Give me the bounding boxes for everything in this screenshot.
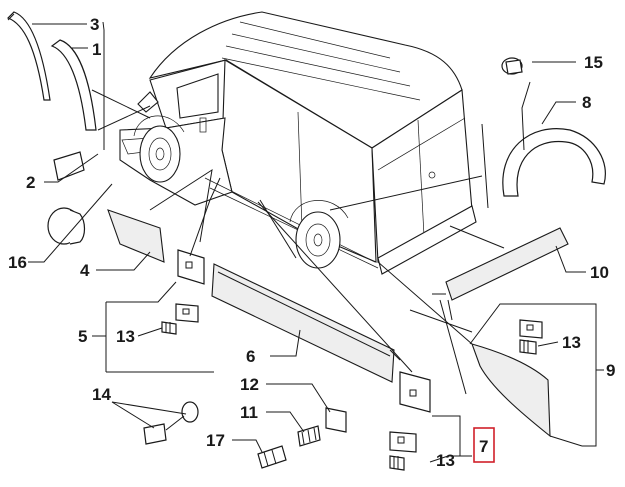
callout-2[interactable]: 2 (26, 173, 35, 192)
callout-9[interactable]: 9 (606, 361, 615, 380)
part-cap-16 (47, 207, 86, 245)
part-clip-7 (399, 371, 431, 413)
part-side-molding-6 (211, 263, 395, 383)
van-illustration (119, 11, 477, 275)
part-square-clip-right (389, 431, 417, 453)
part-rear-corner-9 (471, 343, 551, 438)
callout-12[interactable]: 12 (240, 375, 259, 394)
part-rear-arch-trim-8 (502, 128, 606, 197)
callout-16[interactable]: 16 (8, 253, 27, 272)
leader-lines (28, 21, 604, 463)
callout-6[interactable]: 6 (246, 347, 255, 366)
part-fastener-13-bottom (389, 455, 405, 471)
callout-1[interactable]: 1 (92, 40, 101, 59)
part-fastener-13-right (519, 339, 537, 355)
callout-11[interactable]: 11 (240, 403, 258, 422)
callout-10[interactable]: 10 (590, 263, 609, 282)
callout-13-left[interactable]: 13 (116, 327, 135, 346)
callout-17[interactable]: 17 (206, 431, 225, 450)
callout-15[interactable]: 15 (584, 53, 603, 72)
part-bolt-15 (501, 57, 523, 75)
part-square-clip-left (175, 303, 199, 323)
callout-3[interactable]: 3 (90, 15, 99, 34)
part-rear-molding-10 (445, 227, 569, 301)
part-square-clip-upper-right (519, 319, 543, 339)
part-front-arch-trim-1 (50, 39, 97, 131)
part-rivet-17 (257, 445, 287, 469)
part-front-arch-trim-3 (6, 11, 51, 101)
part-bracket-2 (53, 151, 85, 181)
callout-8[interactable]: 8 (582, 93, 591, 112)
part-panel-4 (107, 209, 165, 263)
part-clip-5 (177, 249, 205, 285)
part-push-clip-14 (143, 401, 199, 445)
callout-4[interactable]: 4 (80, 261, 90, 280)
callout-14[interactable]: 14 (92, 385, 111, 404)
callout-5[interactable]: 5 (78, 327, 87, 346)
part-clip-12 (325, 407, 347, 433)
callout-13-bottom[interactable]: 13 (436, 451, 455, 470)
callout-7-highlight-box (473, 427, 495, 463)
callout-13-right[interactable]: 13 (562, 333, 581, 352)
part-fastener-13-left (161, 321, 177, 335)
callout-numbers: 3 1 2 16 4 5 13 14 6 12 11 17 13 7 15 8 … (8, 15, 615, 470)
callout-7[interactable]: 7 (479, 437, 488, 456)
